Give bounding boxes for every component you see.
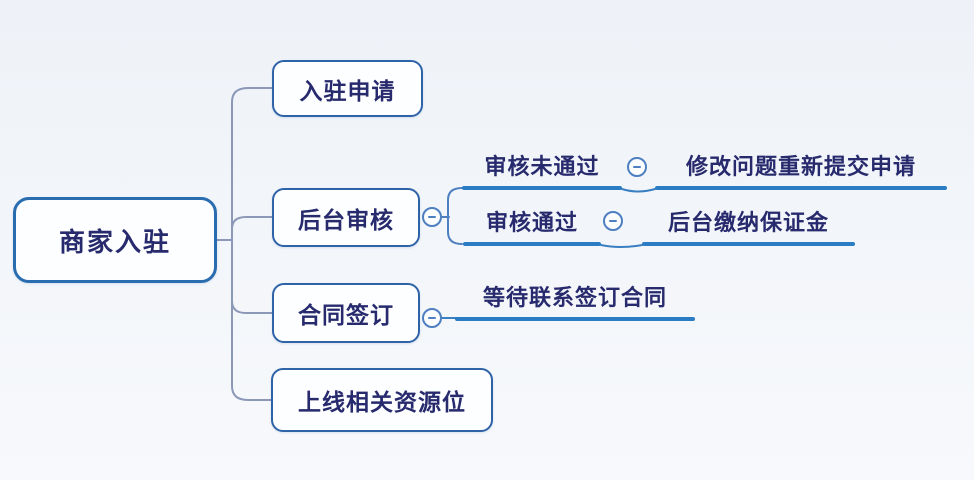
subtopic-label: 等待联系签订合同 bbox=[482, 286, 667, 311]
collapse-button-backend-review[interactable] bbox=[422, 207, 442, 227]
topic-label: 合同签订 bbox=[298, 303, 394, 329]
topic-label: 入驻申请 bbox=[299, 78, 396, 105]
connector-fail-to-resubmit bbox=[621, 188, 656, 193]
collapse-button-review-failed[interactable] bbox=[627, 157, 647, 177]
subtopic-pay-deposit[interactable]: 后台缴纳保证金 bbox=[642, 201, 855, 246]
subtopic-wait-contract-contact[interactable]: 等待联系签订合同 bbox=[455, 276, 695, 321]
connector-branch-online bbox=[231, 239, 272, 401]
subtopic-label: 审核通过 bbox=[485, 211, 578, 236]
topic-entry-application[interactable]: 入驻申请 bbox=[272, 60, 423, 117]
topic-launch-resources[interactable]: 上线相关资源位 bbox=[271, 368, 493, 432]
topic-label: 上线相关资源位 bbox=[298, 390, 466, 416]
connector-branch-contract bbox=[231, 239, 273, 314]
topic-contract-signing[interactable]: 合同签订 bbox=[272, 283, 420, 343]
subtopic-fix-and-resubmit[interactable]: 修改问题重新提交申请 bbox=[655, 146, 947, 190]
root-topic-merchant-onboarding[interactable]: 商家入驻 bbox=[13, 197, 217, 283]
connector-review-bracket bbox=[447, 187, 463, 245]
connector-pass-to-deposit bbox=[600, 244, 643, 248]
subtopic-review-passed[interactable]: 审核通过 bbox=[463, 201, 601, 246]
minus-icon bbox=[609, 220, 617, 222]
topic-label: 后台审核 bbox=[298, 207, 394, 234]
subtopic-label: 后台缴纳保证金 bbox=[667, 211, 829, 236]
collapse-button-contract-signing[interactable] bbox=[422, 308, 442, 328]
minus-icon bbox=[633, 166, 641, 168]
root-topic-label: 商家入驻 bbox=[58, 227, 171, 258]
subtopic-label: 审核未通过 bbox=[484, 155, 600, 180]
minus-icon bbox=[428, 317, 436, 319]
minus-icon bbox=[428, 216, 436, 218]
subtopic-review-failed[interactable]: 审核未通过 bbox=[462, 146, 622, 190]
subtopic-label: 修改问题重新提交申请 bbox=[685, 155, 916, 180]
connector-branch-apply bbox=[231, 87, 273, 241]
collapse-button-review-passed[interactable] bbox=[603, 211, 623, 231]
topic-backend-review[interactable]: 后台审核 bbox=[272, 188, 420, 247]
connector-branch-review bbox=[231, 216, 273, 241]
